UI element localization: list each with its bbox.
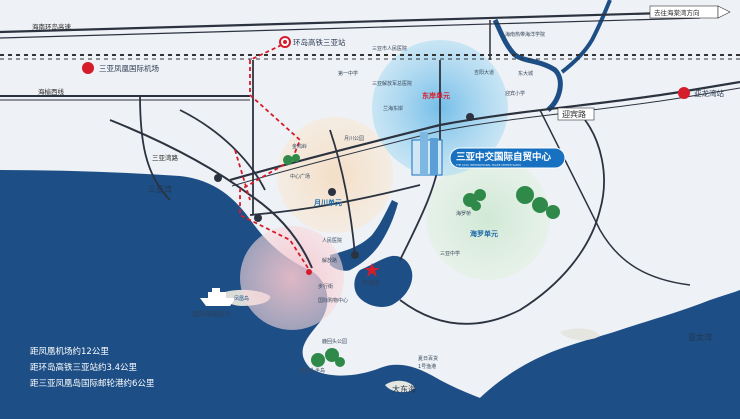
poi-luhuitou-peninsula: 鹿回头半岛 [300, 367, 325, 374]
label-sanya-bay-road: 三亚湾路 [152, 153, 179, 162]
road-diag-2 [139, 94, 171, 201]
poi-jiefang: 解放路 [322, 257, 337, 264]
zone-tan [277, 117, 393, 233]
route-to-hsr [239, 41, 309, 269]
label-haiyu-west: 海榆西线 [38, 87, 65, 96]
small-island-2 [560, 328, 600, 341]
distance-hsr: 距环岛高铁三亚站约3.4公里 [30, 363, 138, 373]
label-yingbin: 迎宾路 [562, 109, 586, 119]
sea-inlet [330, 200, 398, 271]
junction-node [466, 113, 474, 121]
label-hsr: 环岛高铁三亚站 [293, 37, 346, 47]
junction-node [254, 214, 262, 222]
zone-pink [240, 226, 344, 330]
project-name: 三亚中交国际自贸中心 [456, 151, 552, 163]
poi-fishing-port: 1号渔港 [418, 363, 436, 370]
label-yalong-station: 亚龙湾站 [694, 88, 724, 98]
poi-lanhai-dongan: 兰海东岸 [383, 105, 403, 112]
sea-yalong-bay [460, 290, 740, 419]
zone-green [426, 156, 550, 280]
poi-hailuo-bridge: 海罗桥 [456, 210, 471, 217]
city-gov-star [364, 263, 380, 277]
poi-luhuitou: 鹿回头公园 [322, 338, 347, 345]
project-banner [450, 148, 565, 168]
river-top [492, 18, 563, 112]
route-to-hsr-2 [234, 149, 251, 201]
poi-yuechuan-park: 月川公园 [344, 136, 364, 142]
cruise-ship-icon [200, 288, 236, 306]
poi-pedestrian-street: 步行街 [318, 283, 333, 290]
label-dongan: 东岸单元 [422, 91, 450, 100]
poi-center-square: 中心广场 [290, 173, 310, 180]
road-east-1 [539, 109, 691, 286]
poi-summer-mall: 夏日百货 [418, 355, 438, 362]
highway-line-top-2 [0, 17, 701, 39]
road-cross-1 [249, 184, 421, 216]
label-to-haitang: 去往海棠湾方向 [654, 8, 700, 17]
label-yalong-bay: 亚龙湾 [688, 332, 712, 342]
poi-pla-hospital: 三亚解放军总医院 [372, 80, 412, 87]
label-sanya-bay: 三亚湾 [148, 184, 172, 194]
to-haitang-arrow [717, 5, 731, 19]
river-top-2 [560, 0, 612, 74]
project-pin [306, 269, 312, 275]
poi-tropical-ocean: 海南热带海洋学院 [505, 31, 545, 38]
project-subtitle: THE CCCC INTERNATIONAL TRADE CENTER SANY… [456, 163, 521, 167]
label-dadonghai: 大东海 [392, 384, 416, 394]
label-cruise: 国际邮轮码头 [192, 309, 232, 318]
poi-people-hospital: 三亚市人民医院 [372, 45, 407, 52]
label-fenghuang-island: 凤凰岛 [234, 295, 249, 302]
road-diag-1 [179, 109, 266, 191]
label-airport: 三亚凤凰国际机场 [99, 63, 159, 73]
project-banner-border [449, 147, 566, 169]
poi-renmin-hospital: 人民医院 [322, 237, 342, 244]
poi-intl-shopping: 国际购物中心 [318, 297, 348, 304]
project-marker [411, 132, 443, 176]
label-hailuo: 海罗单元 [470, 229, 498, 238]
junction-node [214, 174, 222, 182]
road-right-loop [399, 119, 605, 325]
distance-cruise: 距三亚凤凰岛国际邮轮港约6公里 [30, 379, 155, 389]
poi-first-middle: 第一中学 [338, 70, 358, 77]
junction-node [351, 251, 359, 259]
poi-dongdacheng: 东大城 [518, 70, 533, 77]
yingbin-label-bg [557, 107, 595, 121]
highway-line-top [0, 10, 701, 34]
road-sanya-bay [109, 119, 313, 269]
airport-icon-circle [82, 62, 94, 74]
small-island-1 [385, 380, 415, 393]
poi-sanya-middle: 三亚中学 [440, 250, 460, 257]
label-dongan-1: 东岸单元 [422, 91, 450, 100]
trees-group [283, 154, 560, 367]
label-city-gov: 市政府 [362, 279, 380, 287]
poi-jiyang-avenue: 吉阳大道 [474, 69, 494, 76]
yalong-icon-circle [678, 87, 690, 99]
poi-yingbin-school: 迎宾小学 [505, 90, 525, 97]
road-cross-2 [329, 129, 356, 256]
label-yuechuan: 月川单元 [313, 198, 342, 207]
junction-node [328, 188, 336, 196]
hsr-pin-dot [283, 40, 287, 44]
label-highway-top: 海南环岛高速 [32, 22, 72, 31]
distance-airport: 距凤凰机场约12公里 [30, 347, 109, 357]
poi-jinjiling: 金鸡岭 [292, 143, 307, 150]
